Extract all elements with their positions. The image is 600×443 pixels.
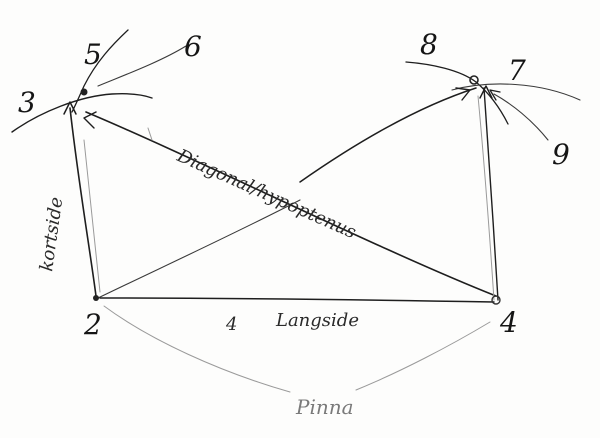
diagonal-arrow-icon xyxy=(83,111,97,129)
line-point-6 xyxy=(97,45,187,87)
label-short-side: kortside xyxy=(36,196,67,273)
label-diagonal: Diagonal/hypoptenus xyxy=(173,145,359,243)
point-9-arrow-icon xyxy=(489,89,501,101)
label-point-2: 2 xyxy=(83,308,102,341)
arc-point-5-upper xyxy=(71,29,129,113)
pinna-arc-right xyxy=(355,321,491,391)
short-side-arrow-icon xyxy=(63,101,77,115)
label-point-6: 6 xyxy=(184,30,202,63)
point-4-dot xyxy=(491,295,501,305)
label-point-7: 7 xyxy=(508,54,526,87)
label-tick-mark: 4 xyxy=(225,314,237,335)
arc-point-8 xyxy=(405,61,509,125)
label-point-8: 8 xyxy=(420,28,438,61)
label-long-side: Langside xyxy=(275,310,359,331)
right-side-arrow-icon xyxy=(479,85,493,99)
pinna-arc-left xyxy=(103,305,291,393)
short-side-pencil-line xyxy=(83,139,101,293)
point-5-dot xyxy=(80,88,88,96)
label-point-9: 9 xyxy=(552,138,570,171)
label-point-3: 3 xyxy=(18,86,36,119)
point-7-dot xyxy=(469,75,479,85)
label-point-4: 4 xyxy=(499,306,518,339)
right-side-line xyxy=(483,87,499,301)
pencil-tick xyxy=(147,127,153,141)
point-2-dot xyxy=(93,295,99,301)
line-point-9 xyxy=(493,93,549,141)
short-side-line xyxy=(69,107,97,297)
label-pinna: Pinna xyxy=(295,395,354,419)
cross-diagonal-arrow-icon xyxy=(455,87,471,101)
arc-point-3 xyxy=(11,93,153,133)
long-side-line xyxy=(99,297,495,303)
cross-diagonal-lower xyxy=(97,199,301,299)
right-side-pencil-line xyxy=(477,95,495,301)
cross-diagonal-upper xyxy=(299,87,477,183)
label-point-5: 5 xyxy=(84,38,102,71)
arc-point-7 xyxy=(451,83,581,101)
